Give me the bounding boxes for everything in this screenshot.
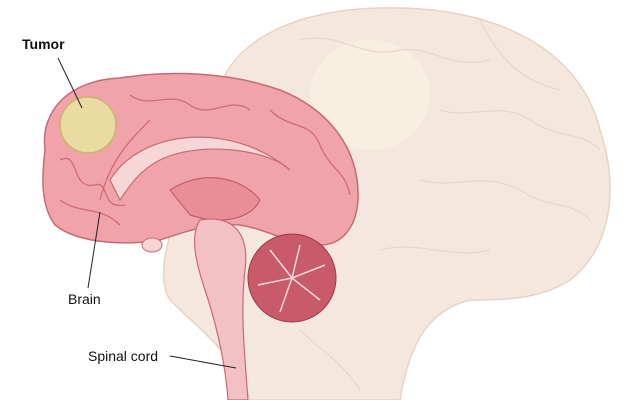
brain-section [42, 72, 359, 246]
ghost-highlight [310, 40, 430, 150]
cerebellum-arbor [257, 244, 326, 313]
tumor-mass [59, 96, 117, 154]
brain-gyri [59, 94, 351, 226]
spinal-cord-label: Spinal cord [88, 348, 159, 364]
ghost-gyri [299, 19, 601, 391]
tumor-label: Tumor [22, 36, 65, 52]
brain-leader-line [87, 211, 101, 289]
spinal-cord-leader-line [169, 355, 237, 369]
pituitary [141, 237, 163, 253]
brain-label: Brain [68, 291, 101, 307]
corpus-callosum [109, 136, 291, 202]
tumor-leader-line [57, 57, 83, 109]
